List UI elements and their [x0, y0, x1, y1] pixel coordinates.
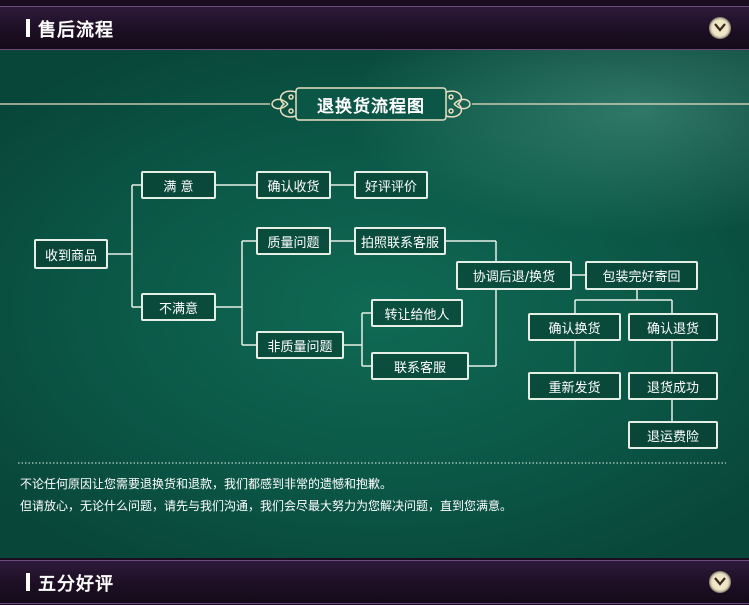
- node-reship: 重新发货: [528, 372, 621, 400]
- node-good-review: 好评评价: [354, 171, 428, 199]
- node-received: 收到商品: [34, 239, 108, 269]
- node-confirm-return: 确认退货: [628, 313, 718, 341]
- node-contact-service: 联系客服: [371, 352, 469, 380]
- collapse-toggle-button[interactable]: [709, 571, 731, 593]
- node-confirm-receipt: 确认收货: [256, 171, 331, 199]
- node-satisfied: 满 意: [141, 171, 216, 199]
- section-header-five-star-review: 五分好评: [0, 560, 749, 604]
- diagram-title: 退换货流程图: [317, 97, 425, 117]
- node-transfer-to-others: 转让给他人: [371, 299, 463, 327]
- note-line-1: 不论任何原因让您需要退换货和退款，我们都感到非常的遗憾和抱歉。: [20, 477, 393, 491]
- node-non-quality-issue: 非质量问题: [256, 331, 344, 359]
- node-photo-contact-service: 拍照联系客服: [354, 227, 446, 255]
- node-quality-issue: 质量问题: [256, 227, 331, 255]
- node-unsatisfied: 不满意: [141, 293, 216, 321]
- node-confirm-exchange: 确认换货: [528, 313, 621, 341]
- section-title: 售后流程: [38, 20, 114, 41]
- banner-plaque: [271, 87, 471, 121]
- section-title: 五分好评: [38, 574, 114, 595]
- connector-lines: [108, 184, 673, 421]
- header-accent-bar: [26, 19, 30, 37]
- section-header-after-sales: 售后流程: [0, 6, 749, 50]
- node-return-shipping-insurance: 退运费险: [628, 421, 718, 449]
- node-pack-and-return: 包装完好寄回: [585, 261, 698, 290]
- header-accent-bar: [26, 573, 30, 591]
- note-line-2: 但请放心，无论什么问题，请先与我们沟通，我们会尽最大努力为您解决问题，直到您满意…: [20, 499, 513, 513]
- chevron-down-icon: [714, 577, 726, 586]
- node-negotiate-return-exchange: 协调后退/换货: [456, 261, 572, 290]
- node-return-success: 退货成功: [628, 372, 718, 400]
- chevron-down-icon: [714, 23, 726, 32]
- collapse-toggle-button[interactable]: [709, 17, 731, 39]
